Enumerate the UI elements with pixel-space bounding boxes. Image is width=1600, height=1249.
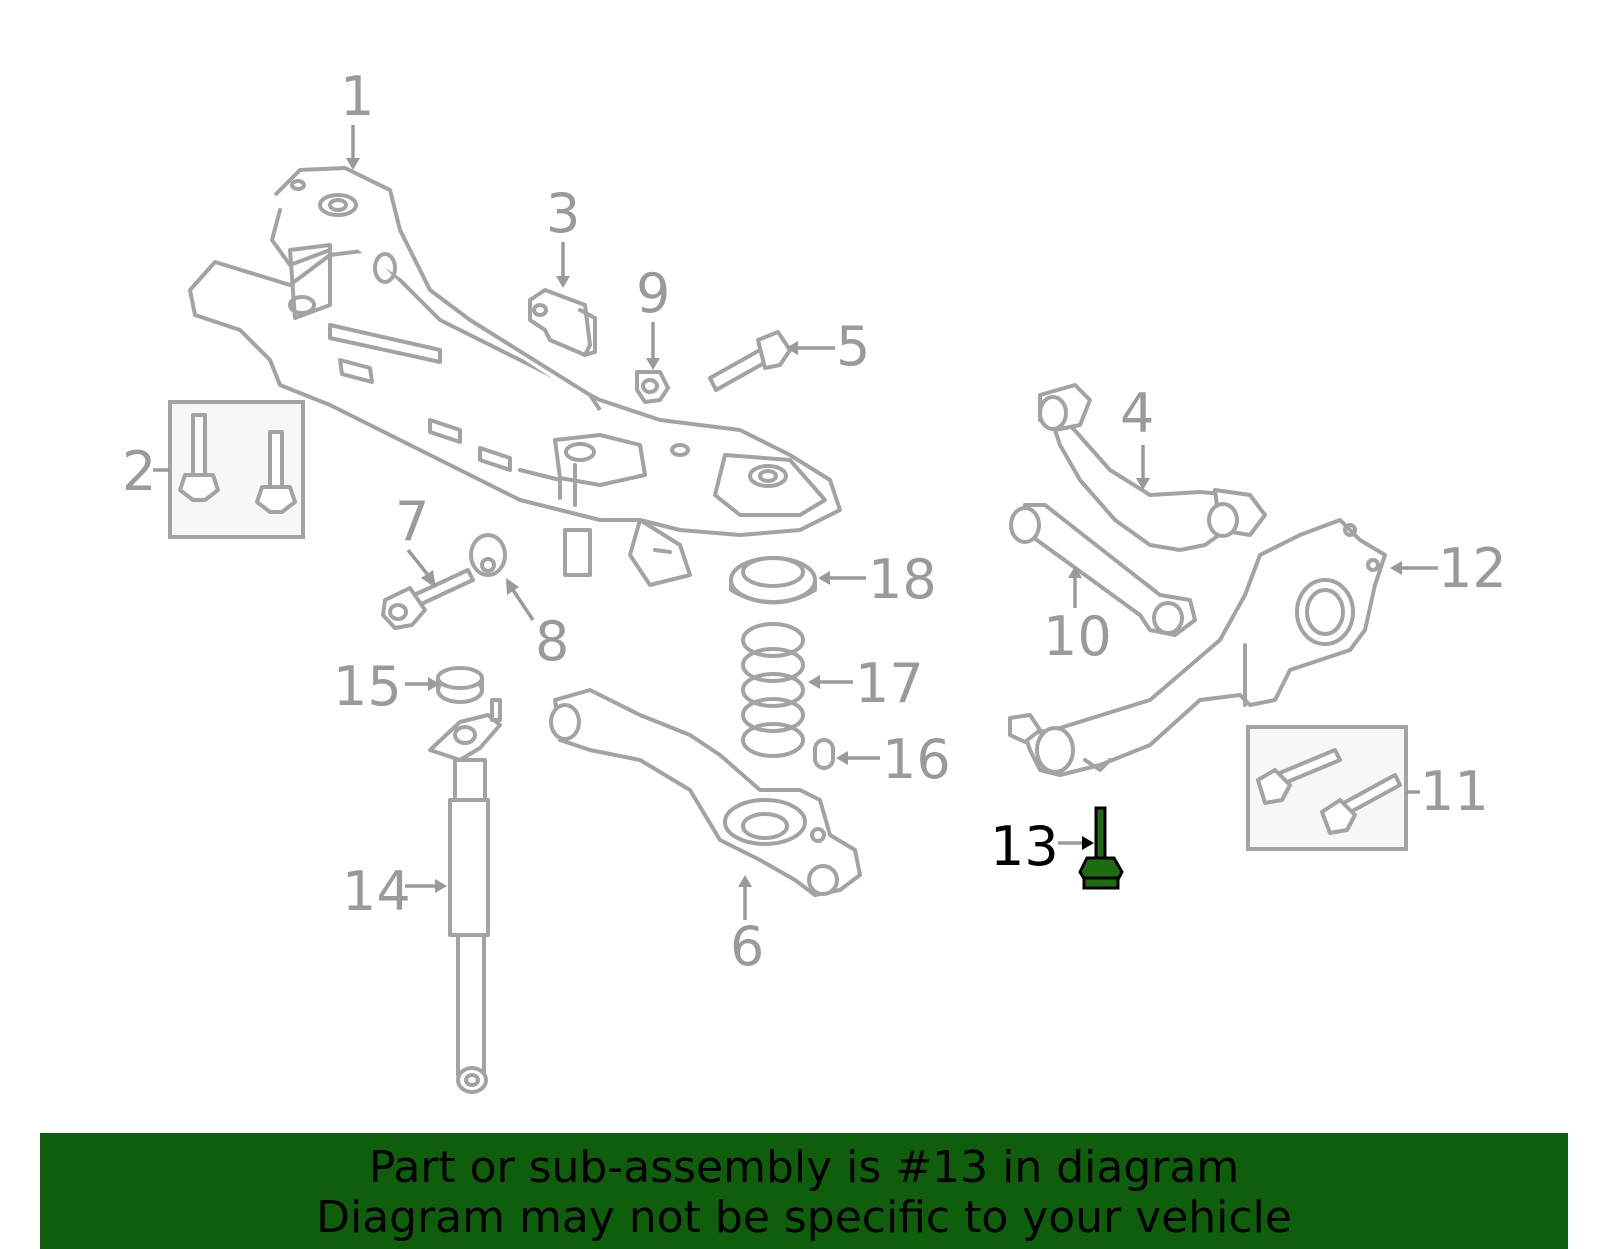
callout-17: 17 <box>855 652 924 715</box>
part-10-link[interactable] <box>1009 503 1197 637</box>
callout-15: 15 <box>333 655 402 718</box>
part-6-lower-arm[interactable] <box>549 688 862 897</box>
part-3-bracket[interactable] <box>528 288 597 357</box>
banner-line-part: Part or sub-assembly is #13 in diagram <box>368 1142 1240 1193</box>
callout-1: 1 <box>340 65 374 128</box>
part-18-spring-seat[interactable] <box>729 556 817 605</box>
callout-2: 2 <box>122 440 156 503</box>
part-17-coil-spring[interactable] <box>741 622 805 758</box>
callout-18: 18 <box>868 548 937 611</box>
part-7-bolt[interactable] <box>381 568 475 630</box>
part-16-bumper[interactable] <box>813 738 835 770</box>
part-14-shock[interactable] <box>428 698 502 1094</box>
callout-10: 10 <box>1043 605 1112 668</box>
part-2-bolts[interactable] <box>168 400 305 539</box>
callout-4: 4 <box>1120 382 1154 445</box>
part-12-knuckle[interactable] <box>1008 518 1387 777</box>
part-11-bolts[interactable] <box>1246 725 1408 851</box>
callout-8: 8 <box>535 610 569 673</box>
callout-labels: 1 2 3 4 5 6 7 8 9 10 11 12 13 14 15 16 1… <box>122 65 1507 978</box>
callout-13: 13 <box>990 815 1059 878</box>
callout-16: 16 <box>882 728 951 791</box>
callout-6: 6 <box>730 915 764 978</box>
callout-11: 11 <box>1420 760 1489 823</box>
part-5-bolt[interactable] <box>708 330 792 392</box>
info-banner: Part or sub-assembly is #13 in diagram D… <box>40 1133 1568 1249</box>
part-8-washer[interactable] <box>469 533 507 577</box>
callout-14: 14 <box>342 860 411 923</box>
part-4-upper-arm[interactable] <box>1038 383 1267 552</box>
banner-line-disclaimer: Diagram may not be specific to your vehi… <box>316 1192 1292 1243</box>
callout-3: 3 <box>546 182 580 245</box>
part-15-insulator[interactable] <box>436 666 484 704</box>
part-1-subframe[interactable] <box>188 166 842 587</box>
callout-5: 5 <box>836 315 870 378</box>
callout-7: 7 <box>395 490 429 553</box>
part-9-nut[interactable] <box>635 370 670 404</box>
part-13-bolt[interactable] <box>1078 806 1124 890</box>
callout-12: 12 <box>1438 537 1507 600</box>
callout-9: 9 <box>636 262 670 325</box>
leader-arrows <box>153 125 1438 920</box>
parts-diagram: 1 2 3 4 5 6 7 8 9 10 11 12 13 14 15 16 1… <box>122 65 1507 1094</box>
